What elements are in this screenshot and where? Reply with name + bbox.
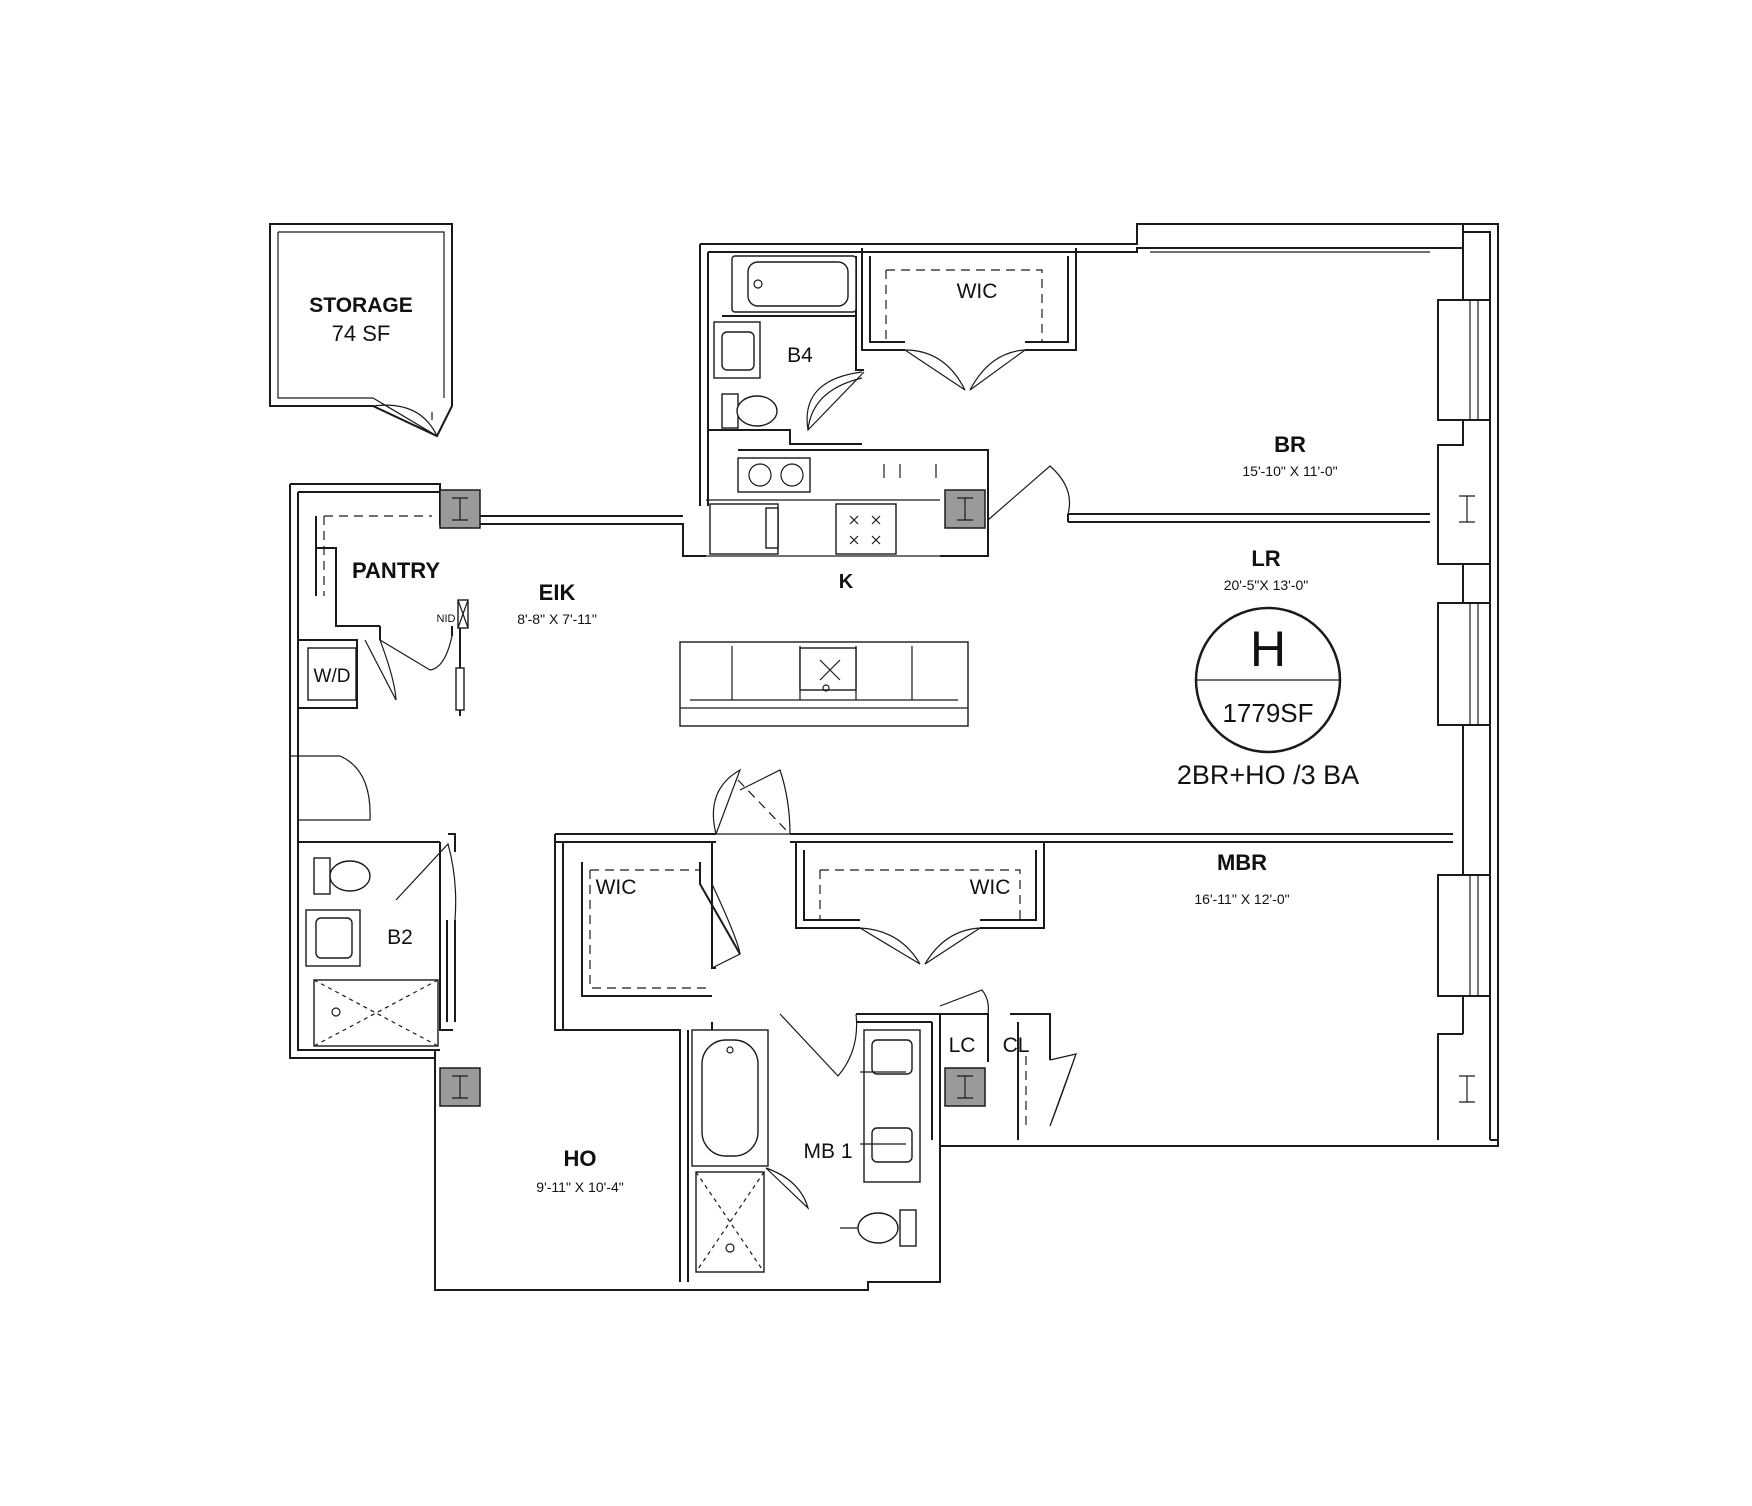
unit-badge — [1194, 606, 1342, 754]
br-dims: 15'-10" X 11'-0" — [1242, 463, 1337, 479]
b4-toilet — [721, 393, 778, 429]
nid-panel — [457, 599, 469, 629]
wic-mbr-label: WIC — [970, 876, 1011, 899]
eik-label: EIK — [539, 580, 576, 605]
b2-toilet — [313, 857, 371, 895]
mbr-dims: 16'-11" X 12'-0" — [1194, 891, 1289, 907]
mb1-label: MB 1 — [803, 1140, 852, 1163]
kitchen-prep-sink — [737, 457, 811, 493]
unit-type: 2BR+HO /3 BA — [1177, 760, 1359, 790]
mb1-bathtub — [691, 1029, 769, 1167]
column-4 — [944, 1067, 986, 1107]
refrigerator — [709, 503, 779, 555]
nid-label: NID — [437, 613, 456, 625]
column-2 — [944, 489, 986, 529]
cl-label: CL — [1003, 1034, 1030, 1057]
br-label: BR — [1274, 432, 1306, 457]
washer-dryer — [307, 647, 357, 701]
lc-label: LC — [949, 1034, 976, 1057]
mb1-shower — [695, 1171, 765, 1273]
cooktop — [835, 503, 897, 555]
lr-label: LR — [1251, 546, 1280, 571]
storage-area: 74 SF — [332, 321, 391, 346]
wic-br-label: WIC — [957, 280, 998, 303]
storage-label: STORAGE — [309, 294, 412, 317]
b2-shower — [313, 979, 439, 1047]
ho-dims: 9'-11" X 10'-4" — [536, 1179, 623, 1195]
wd-label: W/D — [314, 666, 351, 687]
structural-columns — [439, 489, 1475, 1107]
column-1 — [439, 489, 481, 529]
unit-letter: H — [1250, 621, 1286, 677]
mbr-label: MBR — [1217, 850, 1267, 875]
mb1-vanity — [860, 1029, 921, 1183]
b4-label: B4 — [787, 344, 813, 367]
fixtures — [305, 255, 969, 1273]
column-6 — [1459, 1075, 1475, 1103]
k-label: K — [839, 571, 854, 593]
wic-ho-label: WIC — [596, 876, 637, 899]
kitchen-island — [679, 641, 969, 727]
pantry-label: PANTRY — [352, 558, 440, 583]
lr-dims: 20'-5"X 13'-0" — [1224, 577, 1309, 593]
unit-area: 1779SF — [1222, 698, 1313, 728]
b4-bathtub — [731, 255, 857, 313]
ho-label: HO — [564, 1146, 597, 1171]
labels: STORAGE 74 SF WIC B4 BR 15'-10" X 11'-0"… — [309, 280, 1359, 1195]
storage-room — [269, 223, 453, 438]
b2-sink — [305, 909, 361, 967]
b2-label: B2 — [387, 926, 413, 949]
mb1-toilet — [840, 1209, 917, 1247]
interior-walls — [297, 248, 1453, 1290]
eik-dims: 8'-8" X 7'-11" — [517, 611, 597, 627]
b4-sink — [713, 321, 761, 379]
column-3 — [439, 1067, 481, 1107]
column-5 — [1459, 495, 1475, 523]
exterior-walls — [289, 223, 1499, 1291]
doors — [290, 349, 1077, 1210]
